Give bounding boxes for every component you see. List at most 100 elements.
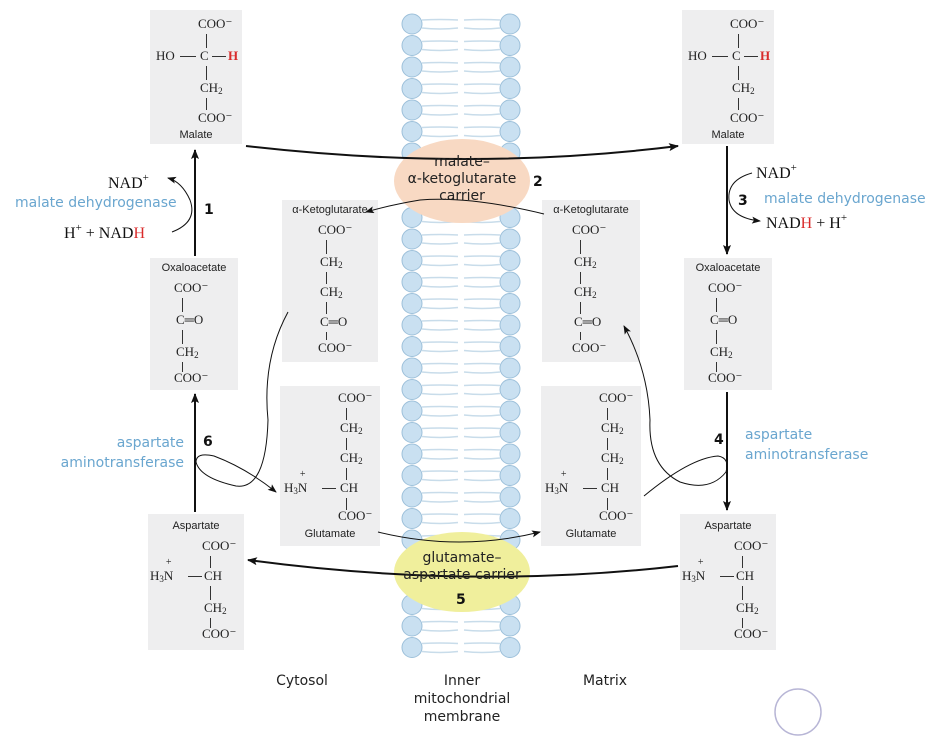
lipid-tail <box>463 48 501 52</box>
aspartate-matrix-box: Aspartate COO⁻ H3N+ CH CH2 COO⁻ <box>680 514 776 650</box>
lipid-tail <box>421 113 459 116</box>
lipid-tail <box>463 91 501 95</box>
lipid-tail <box>421 61 459 64</box>
bond <box>346 498 347 510</box>
oxaloacetate-label: Oxaloacetate <box>161 262 227 274</box>
bond <box>326 240 327 254</box>
lipid-tail <box>463 500 501 503</box>
lipid-tail <box>421 40 459 43</box>
glutamate-bottom-carboxylate: COO⁻ <box>338 508 373 523</box>
step4-glutamate-akg-arrow <box>623 325 728 497</box>
malate-cytosol-box: COO⁻ HO C H CH2 COO⁻ Malate <box>150 10 242 144</box>
lipid-tail <box>421 513 459 516</box>
enzyme-line: aspartate <box>116 435 184 451</box>
malate-top-carboxylate: COO⁻ <box>198 16 233 31</box>
lipid-tail <box>463 457 501 460</box>
malate-matrix-box: COO⁻ HO C H CH2 COO⁻ Malate <box>682 10 774 144</box>
lipid-tail <box>463 40 501 43</box>
lipid-head <box>401 121 423 142</box>
lipid-tail <box>421 104 459 107</box>
lipid-tail <box>421 470 459 473</box>
glutamate-methylene-a: CH2 <box>340 420 363 436</box>
membrane-line: Inner <box>443 673 481 689</box>
lipid-tail <box>463 341 501 344</box>
lipid-head <box>499 228 521 250</box>
lipid-tail <box>421 362 459 365</box>
aspartate-alpha-carbon: CH <box>736 568 755 583</box>
enzyme-line: aminotransferase <box>745 447 869 463</box>
bond <box>188 576 202 577</box>
aspartate-transport-arrow <box>247 557 679 578</box>
lipid-tail <box>463 276 501 279</box>
lipid-tail <box>463 134 501 138</box>
akg-keto-group: C═O <box>574 314 602 329</box>
lipid-tail <box>463 384 501 387</box>
bond <box>346 408 347 420</box>
lipid-tail <box>421 328 459 331</box>
step-6-number: 6 <box>203 434 213 450</box>
lipid-tail <box>463 263 501 267</box>
lipid-tail <box>421 521 459 525</box>
bond <box>580 302 581 314</box>
malate-highlighted-hydrogen: H <box>760 48 771 63</box>
step3-nadh: NADH + H+ <box>766 212 848 232</box>
lipid-tail <box>463 491 501 494</box>
lipid-head <box>499 443 521 465</box>
lipid-head <box>401 357 423 379</box>
enzyme-line: aspartate <box>745 427 813 443</box>
bond <box>322 488 336 489</box>
empty-circle-icon[interactable] <box>774 688 822 736</box>
bond <box>346 438 347 450</box>
lipid-tail <box>463 113 501 116</box>
lipid-tail <box>463 104 501 107</box>
malate-bottom-carboxylate: COO⁻ <box>730 110 765 125</box>
malate-hydroxyl: HO <box>688 48 707 63</box>
bond <box>720 576 734 577</box>
lipid-head <box>499 78 521 99</box>
lipid-tail <box>421 384 459 387</box>
lipid-tail <box>463 650 501 654</box>
bond <box>607 498 608 510</box>
aspartate-bottom-carboxylate: COO⁻ <box>202 626 237 641</box>
lipid-tail <box>463 18 501 21</box>
lipid-tail <box>421 341 459 344</box>
lipid-head <box>499 336 521 357</box>
malate-central-carbon: C <box>200 48 209 63</box>
lipid-tail <box>463 70 501 73</box>
lipid-tail <box>463 414 501 417</box>
lipid-head <box>401 228 423 250</box>
lipid-tail <box>463 27 501 30</box>
lipid-tail <box>421 276 459 279</box>
lipid-tail <box>421 70 459 73</box>
carrier-line: carrier <box>439 188 485 204</box>
lipid-head <box>499 508 521 529</box>
lipid-head <box>499 13 521 35</box>
lipid-head <box>401 422 423 443</box>
lipid-head <box>401 637 423 658</box>
lipid-head <box>401 56 423 78</box>
akg-bottom-carboxylate: COO⁻ <box>318 340 353 355</box>
malate-methylene: CH2 <box>200 80 223 96</box>
aspartate-label: Aspartate <box>172 520 220 532</box>
lipid-tail <box>421 18 459 21</box>
lipid-head <box>401 250 423 271</box>
bond <box>326 332 327 340</box>
lipid-head <box>401 314 423 336</box>
lipid-head <box>401 271 423 293</box>
bond <box>716 362 717 372</box>
glutamate-ammonium: H3N+ <box>545 469 569 496</box>
bond <box>580 272 581 284</box>
lipid-tail <box>463 319 501 322</box>
alpha-ketoglutarate-cytosol-box: α-Ketoglutarate COO⁻ CH2 CH2 C═O COO⁻ <box>282 200 378 362</box>
lipid-tail <box>463 349 501 353</box>
lipid-head <box>401 465 423 486</box>
lipid-tail <box>463 392 501 396</box>
bond <box>182 362 183 372</box>
lipid-tail <box>463 371 501 374</box>
bond <box>346 468 347 480</box>
akg-methylene-a: CH2 <box>574 254 597 270</box>
bond <box>716 298 717 312</box>
lipid-tail <box>463 83 501 86</box>
